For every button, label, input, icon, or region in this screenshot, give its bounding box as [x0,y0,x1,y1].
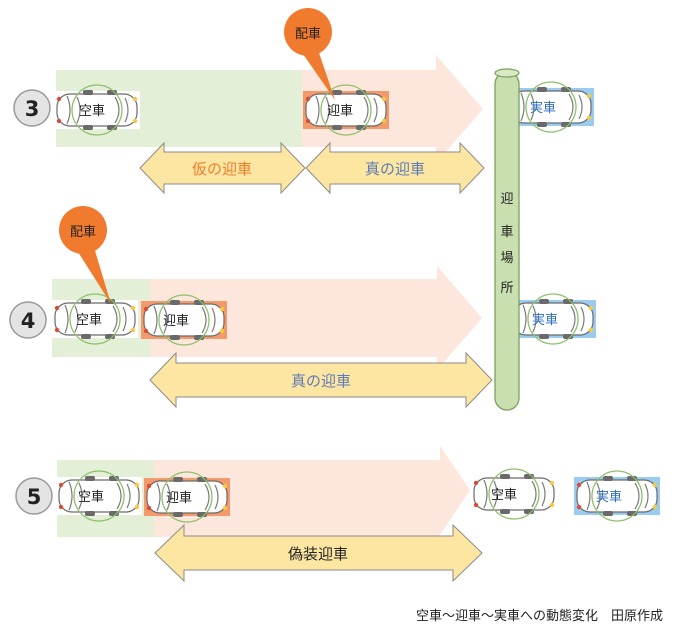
step-number: 4 [21,309,36,333]
row-3: 3 空車 迎車 実車 配車 仮の迎車 [13,8,594,195]
car-label: 実車 [596,489,622,505]
empty-car: 空車 [56,470,142,522]
car-label: 空車 [78,490,104,505]
span-arrow [139,141,306,195]
callout-label: 配車 [70,225,96,240]
step-badge [15,477,53,515]
step-badge [9,301,47,339]
occupied-car: 実車 [508,81,594,133]
pickup-car: 迎車 [303,84,389,136]
car-label: 実車 [532,312,558,328]
car-label: 空車 [491,488,517,503]
span-label: 真の迎車 [365,160,425,178]
row-4: 4 空車 迎車 実車 配車 真の迎車 [9,206,596,409]
car-label: 実車 [530,100,556,116]
car-label: 迎車 [166,491,192,506]
pickup-car: 迎車 [141,294,227,346]
empty-car: 空車 [52,293,138,345]
step-number: 3 [25,97,40,121]
span-label: 仮の迎車 [192,160,252,178]
dispatch-callout: 配車 [59,206,111,304]
pole-char: 場 [500,251,513,266]
occupied-car: 実車 [510,293,596,345]
span-arrow [149,351,493,409]
span-arrow [305,141,485,195]
span-label: 偽装迎車 [288,545,348,563]
car-label: 空車 [79,104,105,119]
caption: 空車～迎車～実車への動態変化 田原作成 [416,608,663,624]
car-label: 迎車 [163,314,189,329]
row-5: 5 空車 迎車 空車 実車 偽装迎車 [15,446,660,583]
span-arrow [154,523,483,583]
car-label: 迎車 [327,104,353,119]
empty-car: 空車 [473,468,555,520]
pole-char: 車 [500,225,513,240]
span-label: 真の迎車 [291,372,351,390]
callout-label: 配車 [295,27,321,42]
approach-arrow [154,446,470,537]
step-number: 5 [27,485,42,509]
pickup-car: 迎車 [144,471,230,523]
pickup-location-pole: 迎 車 場 所 [494,68,520,411]
car-label: 空車 [76,313,102,328]
pole-char: 所 [500,281,513,296]
empty-car: 空車 [54,84,140,136]
dispatch-callout: 配車 [284,8,335,100]
approach-arrow [150,266,482,370]
occupied-car: 実車 [574,470,660,522]
step-badge [13,89,51,127]
pole-char: 迎 [500,192,513,207]
approach-arrow [302,55,483,163]
